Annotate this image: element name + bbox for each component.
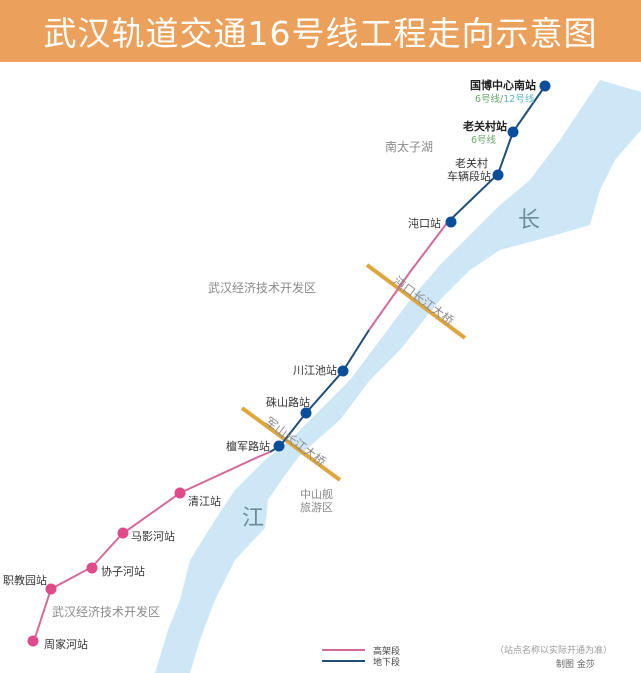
legend-label-underground: 地下段: [373, 658, 401, 668]
area-label-devzone-south: 武汉经济技术开发区: [52, 605, 161, 619]
bridge-zhuankou: [365, 263, 467, 340]
credit-note: 制图 金莎: [556, 660, 595, 670]
station-label-qingjiang: 清江站: [188, 495, 221, 508]
station-dot-zhoujiahe: [27, 635, 39, 647]
line-elevated-mid: [368, 222, 448, 331]
area-label-devzone-north: 武汉经济技术开发区: [208, 281, 317, 295]
map-title: 武汉轨道交通16号线工程走向示意图: [43, 14, 598, 53]
station-dot-laoguancun: [507, 126, 519, 138]
station-label-zhoujiahe: 周家河站: [44, 638, 88, 651]
legend-label-elevated: 高架段: [373, 647, 401, 657]
transfer-lines-laoguancun: 6号线: [471, 135, 497, 146]
station-label-tanjunlu: 檀军路站: [226, 440, 270, 453]
station-dot-zhuankou: [445, 216, 457, 228]
station-label-zhijiaoyuan: 职教园站: [3, 574, 47, 587]
station-label-mayinghe: 马影河站: [131, 530, 175, 543]
station-label-zhushanlu: 硃山路站: [266, 396, 310, 409]
station-label-depot-2: 车辆段站: [447, 170, 491, 183]
station-label-xiezihe: 协子河站: [101, 565, 145, 578]
station-dot-zhijiaoyuan: [45, 583, 57, 595]
area-label-zhongshanjian-1: 中山舰: [300, 488, 333, 501]
area-label-zhongshanjian-2: 旅游区: [300, 501, 333, 514]
station-dot-qingjiang: [174, 487, 186, 499]
title-banner: 武汉轨道交通16号线工程走向示意图: [0, 0, 641, 62]
disclaimer-note: （站点名称以实际开通为准）: [495, 646, 613, 656]
station-label-guobo: 国博中心南站: [470, 79, 536, 92]
station-dot-mayinghe: [117, 527, 129, 539]
station-dot-tanjunlu: [273, 440, 285, 452]
station-label-chuanjiangchi: 川江池站: [293, 364, 337, 377]
bridge-junshan: [240, 406, 342, 482]
river-label-jiang: 江: [242, 506, 265, 531]
station-label-zhuankou: 沌口站: [408, 217, 441, 230]
station-dot-guobo: [539, 80, 551, 92]
station-label-laoguancun: 老关村站: [463, 120, 507, 133]
transfer-lines-guobo: 6号线/12号线: [475, 94, 535, 105]
station-dot-xiezihe: [86, 562, 98, 574]
station-dot-zhushanlu: [300, 407, 312, 419]
line-underground-north: [446, 85, 546, 224]
area-label-nantaizihu: 南太子湖: [385, 140, 434, 154]
station-label-depot-1: 老关村: [455, 157, 488, 170]
station-dot-chuanjiangchi: [337, 365, 349, 377]
yangtze-river: [155, 80, 641, 673]
river-label-chang: 长: [518, 208, 541, 233]
station-dot-depot: [492, 169, 504, 181]
